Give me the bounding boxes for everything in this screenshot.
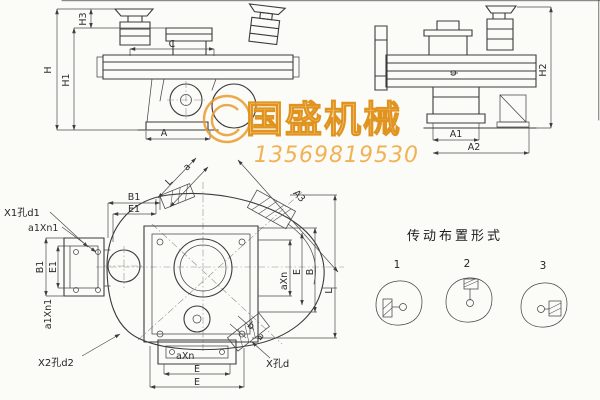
side-view-dimensions: H2 A1 A2 <box>432 6 553 155</box>
watermark-logo-icon <box>202 94 252 144</box>
dim-e1-left-label: E1 <box>48 261 59 273</box>
transmission-option-3-figure <box>520 282 568 328</box>
dim-a3-label: A3 <box>291 188 308 205</box>
phi-symbol: φ <box>448 70 459 76</box>
transmission-section: 传动布置形式 1 2 3 <box>375 229 568 328</box>
dim-a-top-label: a <box>181 161 193 173</box>
dim-a2-label: A2 <box>468 142 481 153</box>
axn-right-label: aXn <box>279 272 290 290</box>
a1xn1-left-label: a1Xn1 <box>43 299 54 329</box>
watermark-brand-text: 国盛机械 <box>246 98 402 141</box>
transmission-option-2-number: 2 <box>464 258 471 270</box>
x2-hole-callout: X2孔d2 <box>38 357 74 369</box>
transmission-option-2-figure <box>445 277 493 323</box>
front-view-dimensions: H H1 H3 C A <box>43 8 215 141</box>
a1xn1-top-callout: a1Xn1 <box>28 223 58 234</box>
dim-l-right-label: L <box>324 288 335 294</box>
dim-h1-label: H1 <box>61 73 72 86</box>
dim-c-label: C <box>169 39 176 50</box>
dim-h3-label: H3 <box>78 12 89 25</box>
plan-view-dimensions: B1 E1 L a A3 X1孔d1 a1Xn1 B1 E1 a1Xn1 <box>4 157 339 389</box>
side-view: φ H2 A1 A2 <box>374 5 553 155</box>
front-view: H H1 H3 C A <box>43 3 300 141</box>
dim-a-small-label: a <box>255 331 267 343</box>
dim-a-label: A <box>161 128 168 139</box>
dim-b1-top-label: B1 <box>128 192 141 203</box>
dim-b-right-label: B <box>305 269 316 276</box>
dim-b1-left-label: B1 <box>35 261 46 274</box>
dim-a1-label: A1 <box>450 129 463 140</box>
dim-e-right-label: E <box>292 269 303 275</box>
dim-e-inner-label: E <box>194 364 200 375</box>
watermark-phone-text: 13569819530 <box>254 143 419 168</box>
dim-h2-label: H2 <box>538 63 549 76</box>
dim-e-outer-label: E <box>194 377 200 388</box>
x1-hole-callout: X1孔d1 <box>4 207 40 219</box>
transmission-option-1-figure <box>375 280 423 326</box>
transmission-option-1-number: 1 <box>394 259 401 271</box>
transmission-title: 传动布置形式 <box>407 229 503 244</box>
plan-view: B1 E1 L a A3 X1孔d1 a1Xn1 B1 E1 a1Xn1 <box>4 157 344 389</box>
dim-h-label: H <box>43 66 54 73</box>
watermark: 国盛机械 13569819530 <box>202 94 419 168</box>
dim-l-top-label: L <box>163 176 175 188</box>
dim-b-small-label: b <box>245 320 257 332</box>
axn-bottom-label: aXn <box>176 351 194 362</box>
x-hole-callout: X孔d <box>266 358 289 370</box>
scan-border <box>61 0 600 121</box>
dim-e1-top-label: E1 <box>128 204 140 215</box>
transmission-option-3-number: 3 <box>540 260 547 272</box>
